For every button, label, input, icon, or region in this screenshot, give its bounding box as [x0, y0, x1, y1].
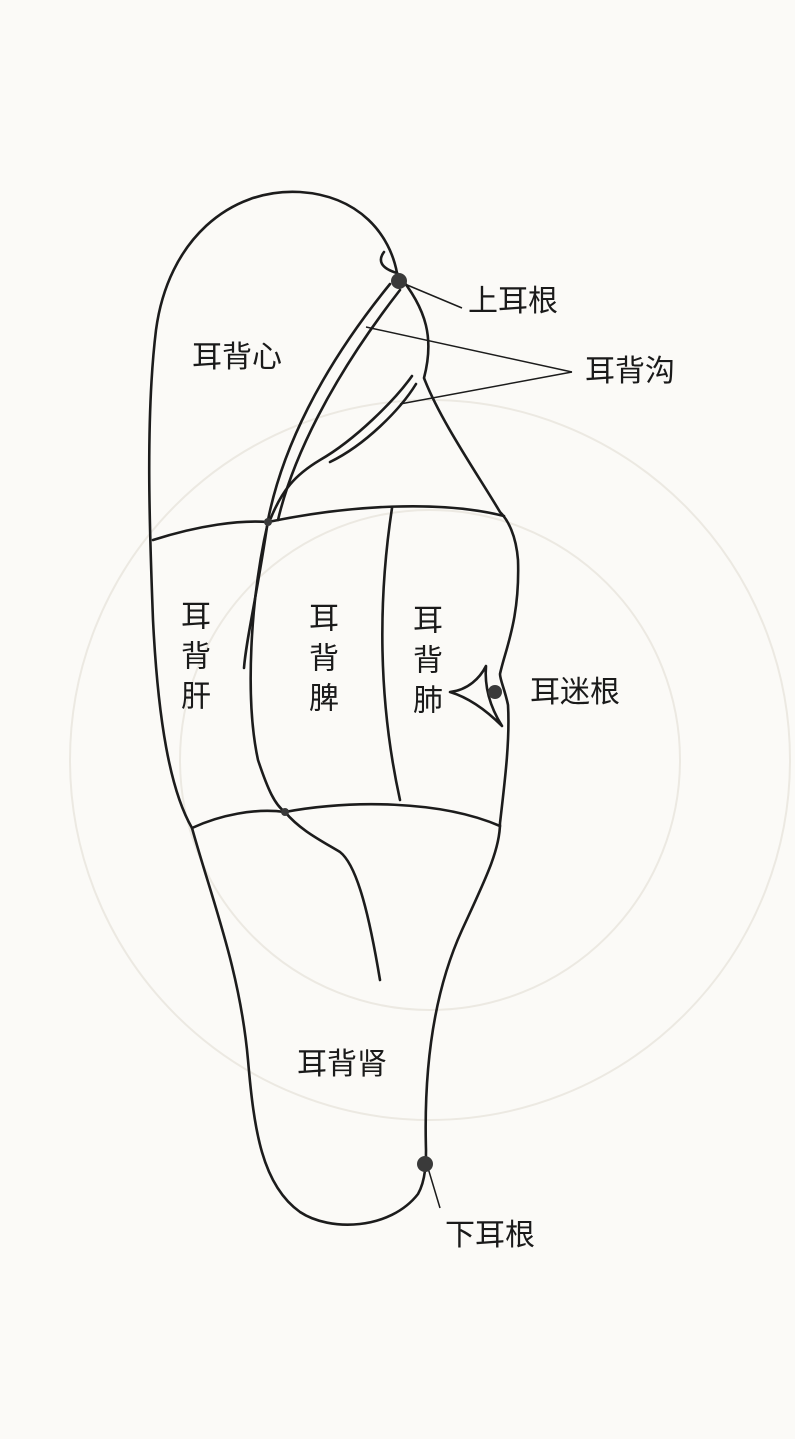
vagus-root-cusp: [448, 664, 504, 728]
groove-line-1: [242, 282, 392, 670]
groove-pointer-1: [365, 326, 573, 373]
vagus-root-point: [488, 685, 502, 699]
lower-root-pointer: [427, 1167, 441, 1209]
lower-root-point: [417, 1156, 433, 1172]
groove-line-2: [276, 288, 402, 522]
label-ear-back-liver: 耳背肝: [175, 600, 210, 720]
label-ear-back-kidney: 耳背肾: [297, 1047, 387, 1082]
column-divider-left: [249, 520, 287, 814]
junction-point-lower: [281, 808, 289, 816]
watermark-ring-inner: [179, 509, 681, 1011]
label-ear-back-heart: 耳背心: [192, 340, 282, 375]
divider-upper: [151, 505, 506, 542]
groove-pointer-2: [399, 371, 573, 405]
helix-inner-curve: [379, 250, 399, 275]
groove-line-4: [328, 382, 418, 464]
label-ear-back-lung: 耳背肺: [407, 604, 442, 724]
watermark-ring: [69, 399, 791, 1121]
groove-line-3: [268, 374, 414, 522]
label-vagus-root: 耳迷根: [530, 675, 620, 710]
label-upper-ear-root: 上耳根: [468, 284, 558, 319]
label-ear-back-spleen: 耳背脾: [303, 602, 338, 722]
upper-root-point: [391, 273, 407, 289]
divider-lower: [190, 802, 502, 830]
label-ear-back-groove: 耳背沟: [585, 354, 675, 389]
ear-contour: [147, 190, 520, 1226]
column-divider-right: [381, 506, 402, 802]
junction-point-upper: [264, 518, 272, 526]
label-lower-ear-root: 下耳根: [445, 1218, 535, 1253]
lower-groove-tail: [283, 810, 382, 982]
upper-root-pointer: [399, 281, 463, 309]
